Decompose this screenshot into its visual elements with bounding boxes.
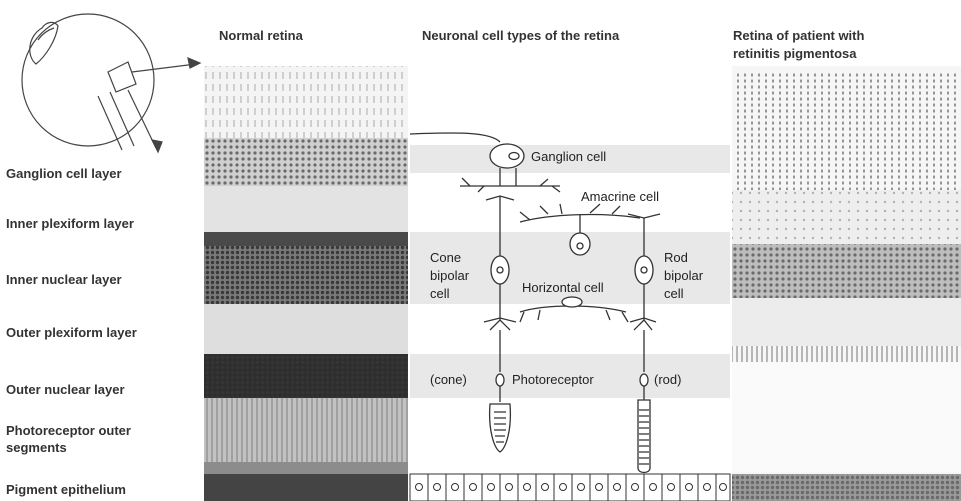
rp-retina-micrograph [732, 66, 961, 501]
amacrine-cell-label: Amacrine cell [581, 189, 659, 204]
cone-label: (cone) [430, 372, 467, 387]
rod-bipolar-label-2: bipolar [664, 268, 704, 283]
rod-label: (rod) [654, 372, 681, 387]
rod-bipolar-label-3: cell [664, 286, 684, 301]
cone-bipolar-label-3: cell [430, 286, 450, 301]
normal-retina-micrograph [204, 66, 408, 501]
pigment-epithelium-cells [410, 474, 730, 501]
photoreceptor-label: Photoreceptor [512, 372, 594, 387]
eye-schematic [22, 14, 200, 152]
ganglion-cell-label: Ganglion cell [531, 149, 606, 164]
rod-bipolar-label-1: Rod [664, 250, 688, 265]
cone-bipolar-label-1: Cone [430, 250, 461, 265]
cone-bipolar-label-2: bipolar [430, 268, 470, 283]
horizontal-cell-label: Horizontal cell [522, 280, 604, 295]
neuronal-diagram: Ganglion cell Amacrine cell Cone bipolar… [410, 66, 730, 501]
